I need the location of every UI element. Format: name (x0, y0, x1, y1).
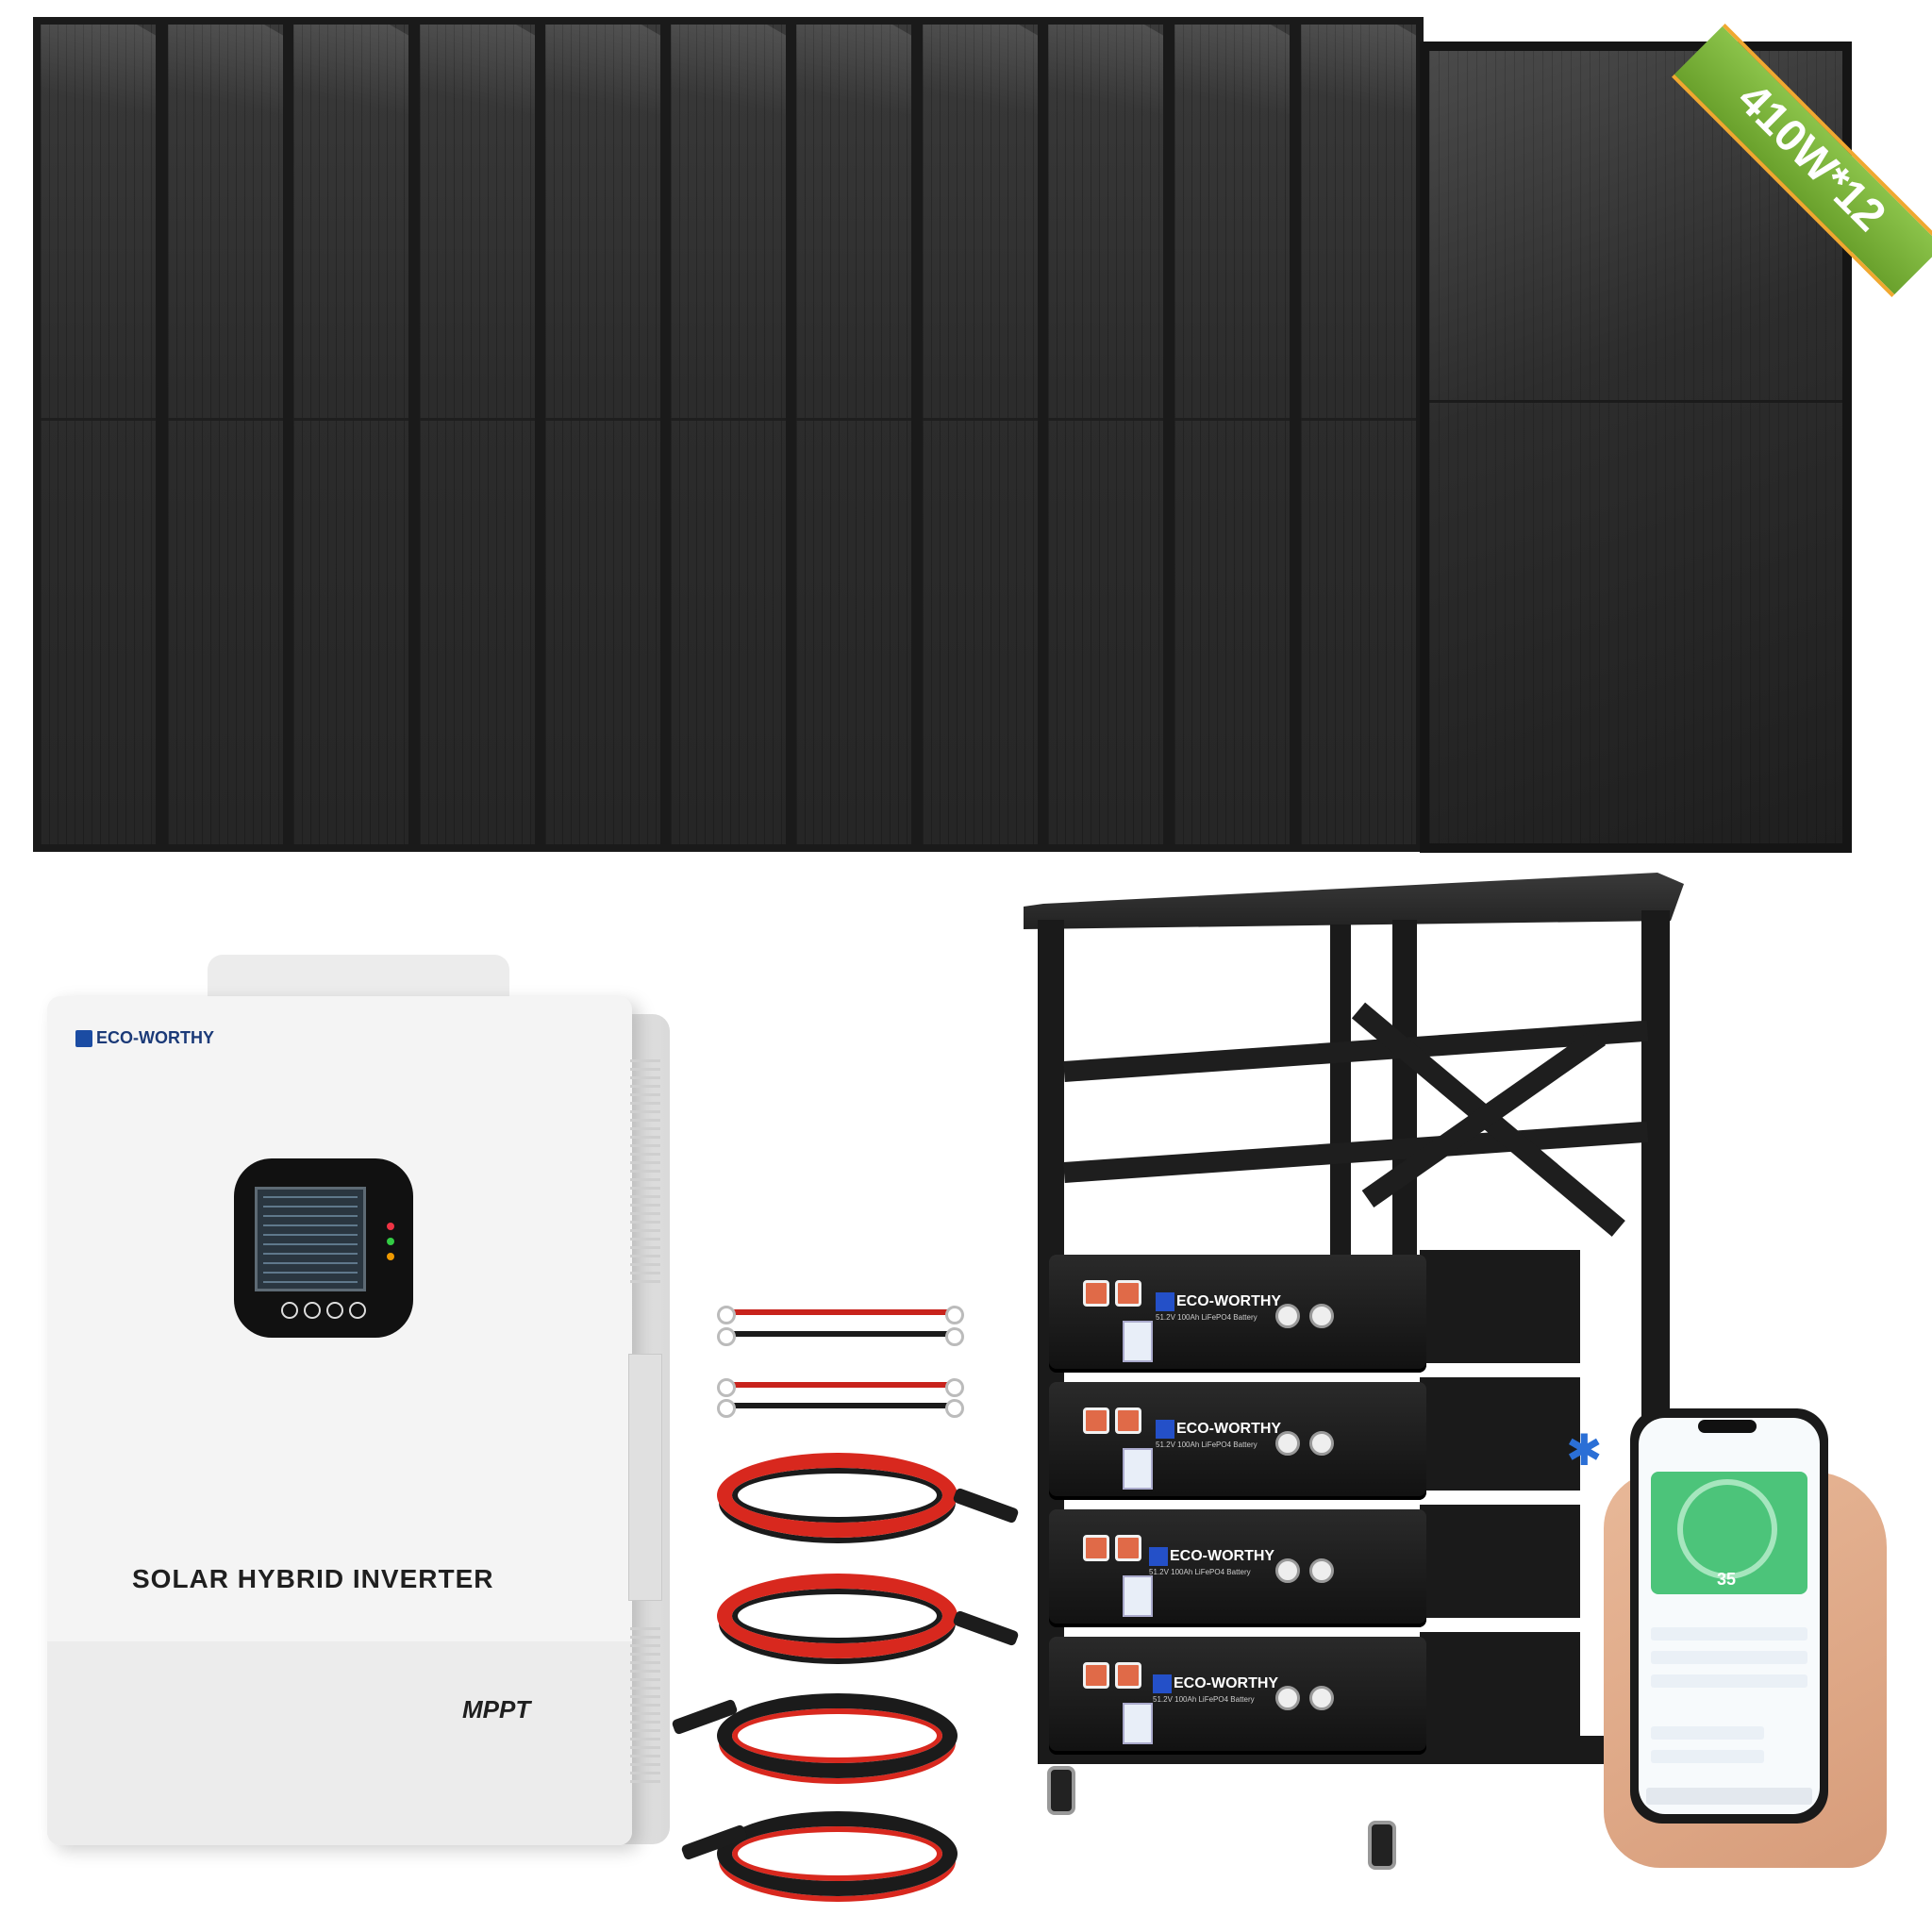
mppt-label: MPPT (462, 1695, 531, 1724)
battery-terminal-icon (1115, 1280, 1141, 1307)
gauge-value: 35 (1717, 1570, 1737, 1589)
battery-brand-text: ECO-WORTHY (1176, 1421, 1282, 1438)
status-led-icon (387, 1223, 394, 1230)
address-dial-icon[interactable] (1275, 1686, 1300, 1710)
phone-notch (1698, 1420, 1757, 1433)
battery-model-text: 51.2V 100Ah LiFePO4 Battery (1149, 1568, 1251, 1576)
solar-panel (412, 17, 542, 852)
battery-terminal-icon (1115, 1407, 1141, 1434)
inverter-brand-logo: ECO-WORTHY (75, 1028, 214, 1048)
battery-terminal-icon (1083, 1280, 1109, 1307)
address-dial-icon[interactable] (1275, 1431, 1300, 1456)
rack-top-shelf (1024, 873, 1684, 929)
battery-model-text: 51.2V 100Ah LiFePO4 Battery (1156, 1441, 1257, 1449)
battery-jumper-cable (717, 1306, 964, 1324)
address-dial-icon[interactable] (1309, 1431, 1334, 1456)
lcd-screen (255, 1187, 366, 1291)
address-dial-icon[interactable] (1309, 1558, 1334, 1583)
battery-brand-text: ECO-WORTHY (1174, 1675, 1279, 1692)
solar-panel (789, 17, 919, 852)
address-dial-icon[interactable] (1309, 1304, 1334, 1328)
address-dial-icon[interactable] (1275, 1304, 1300, 1328)
solar-panel (1041, 17, 1171, 852)
app-info-row (1651, 1726, 1764, 1740)
battery-side (1420, 1505, 1580, 1618)
battery-breaker[interactable] (1123, 1575, 1153, 1617)
bluetooth-icon: ✱ (1566, 1425, 1603, 1474)
rack-post (1392, 920, 1417, 1259)
mc4-connector-icon (952, 1609, 1020, 1647)
battery-brand-label: ECO-WORTHY (1149, 1547, 1274, 1566)
address-dial-icon[interactable] (1275, 1558, 1300, 1583)
status-led-icon (387, 1238, 394, 1245)
app-info-row (1651, 1750, 1764, 1763)
solar-panel (538, 17, 668, 852)
battery-module (1049, 1509, 1426, 1627)
battery-side (1420, 1632, 1580, 1745)
battery-side (1420, 1250, 1580, 1363)
inverter-brand-text: ECO-WORTHY (96, 1028, 214, 1047)
solar-panel (663, 17, 793, 852)
battery-module (1049, 1382, 1426, 1500)
vent-grille (630, 1057, 660, 1283)
solar-panel (1293, 17, 1424, 852)
battery-breaker[interactable] (1123, 1448, 1153, 1490)
battery-jumper-cable (717, 1327, 964, 1346)
app-info-row (1651, 1674, 1807, 1688)
battery-brand-text: ECO-WORTHY (1176, 1293, 1282, 1310)
battery-terminal-icon (1115, 1535, 1141, 1561)
battery-model-text: 51.2V 100Ah LiFePO4 Battery (1153, 1695, 1255, 1704)
battery-module (1049, 1637, 1426, 1755)
solar-panel (286, 17, 416, 852)
app-info-row (1651, 1627, 1807, 1641)
address-dial-icon[interactable] (1309, 1686, 1334, 1710)
battery-breaker[interactable] (1123, 1321, 1153, 1362)
brand-logo-icon (1156, 1292, 1174, 1311)
inverter-button[interactable] (349, 1302, 366, 1319)
battery-jumper-cable (717, 1378, 964, 1397)
brand-logo-icon (1149, 1547, 1168, 1566)
brand-logo-icon (1156, 1420, 1174, 1439)
battery-terminal-icon (1083, 1535, 1109, 1561)
battery-brand-label: ECO-WORTHY (1156, 1420, 1281, 1439)
brand-logo-icon (1153, 1674, 1172, 1693)
battery-terminal-icon (1115, 1662, 1141, 1689)
battery-brand-label: ECO-WORTHY (1156, 1292, 1281, 1311)
solar-panel (1167, 17, 1297, 852)
status-led-icon (387, 1253, 394, 1260)
inverter-title: SOLAR HYBRID INVERTER (132, 1564, 494, 1593)
pv-cable-coil (717, 1811, 958, 1896)
battery-side (1420, 1377, 1580, 1491)
caster-wheel-icon (1047, 1766, 1075, 1815)
vent-grille (630, 1623, 660, 1783)
rack-post (1330, 924, 1351, 1264)
spec-label (628, 1354, 662, 1601)
battery-jumper-cable (717, 1399, 964, 1418)
gauge-dial-icon (1677, 1479, 1777, 1579)
mc4-connector-icon (952, 1487, 1020, 1524)
solar-panel (915, 17, 1045, 852)
inverter-button[interactable] (304, 1302, 321, 1319)
pv-cable-coil (717, 1693, 958, 1778)
solar-panel (33, 17, 163, 852)
app-info-row (1651, 1651, 1807, 1664)
app-tab-bar[interactable] (1646, 1788, 1812, 1805)
solar-panel (160, 17, 291, 852)
brand-logo-icon (75, 1030, 92, 1048)
battery-breaker[interactable] (1123, 1703, 1153, 1744)
battery-brand-label: ECO-WORTHY (1153, 1674, 1278, 1693)
battery-terminal-icon (1083, 1662, 1109, 1689)
battery-brand-text: ECO-WORTHY (1170, 1548, 1275, 1565)
inverter-button[interactable] (281, 1302, 298, 1319)
battery-model-text: 51.2V 100Ah LiFePO4 Battery (1156, 1313, 1257, 1322)
battery-terminal-icon (1083, 1407, 1109, 1434)
caster-wheel-icon (1368, 1821, 1396, 1870)
battery-module (1049, 1255, 1426, 1373)
inverter-lower-cover (47, 1641, 632, 1845)
pv-cable-coil (717, 1453, 958, 1538)
inverter-button[interactable] (326, 1302, 343, 1319)
pv-cable-coil (717, 1574, 958, 1658)
